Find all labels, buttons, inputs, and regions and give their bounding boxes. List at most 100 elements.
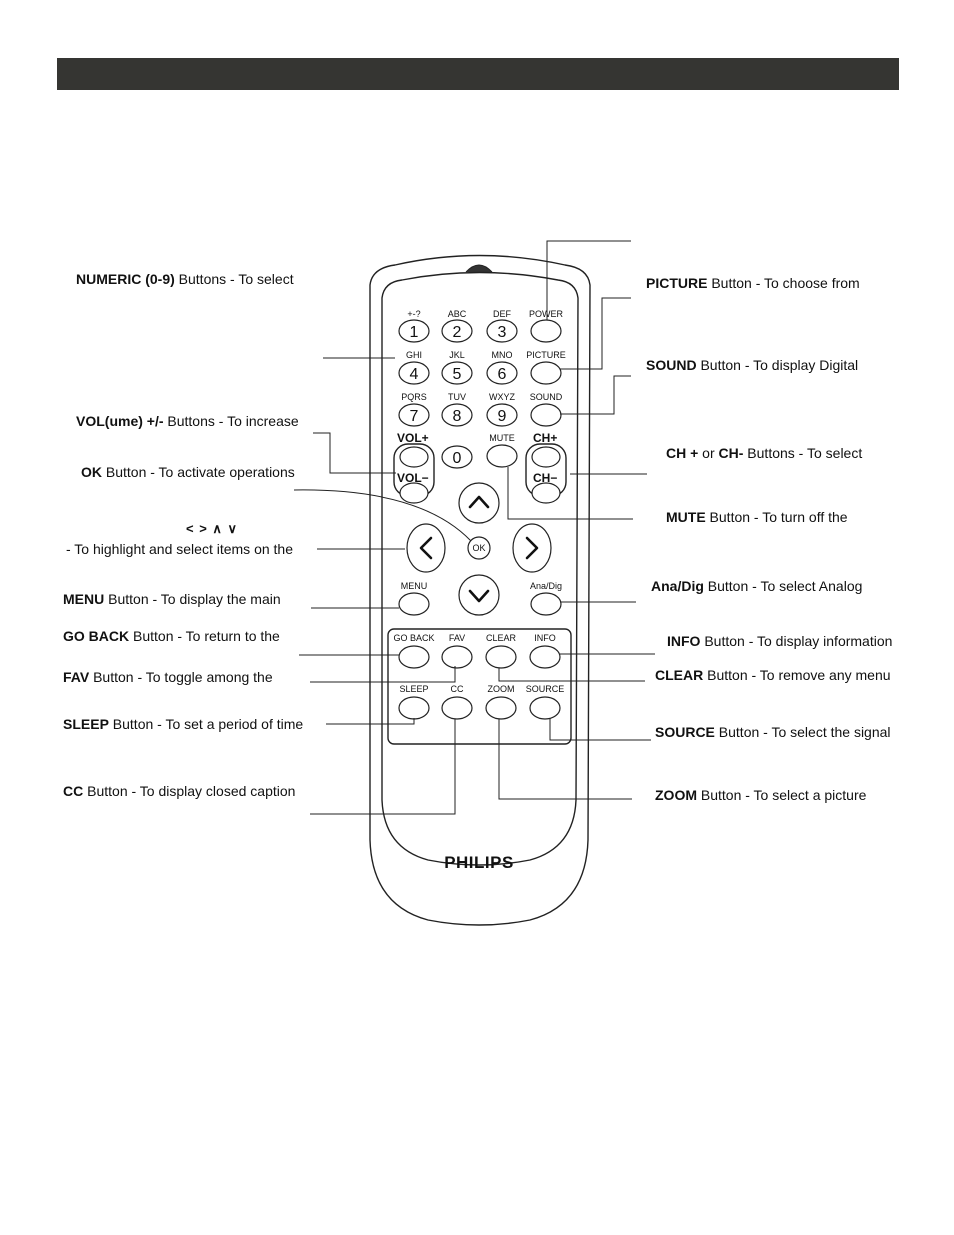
leader-ok <box>293 489 472 542</box>
callout-ok: OK Button - To activate operations <box>81 464 295 480</box>
vol-plus-button[interactable] <box>399 446 429 468</box>
bottom-button-group-frame <box>387 628 572 745</box>
button-8[interactable]: 8 <box>441 403 473 427</box>
button-6[interactable]: 6 <box>486 361 518 385</box>
ch-minus-label: CH− <box>533 471 557 485</box>
callout-source: SOURCE Button - To select the signal <box>655 724 891 740</box>
caption-plusminus: +-? <box>407 309 420 319</box>
ir-emitter <box>465 264 493 273</box>
svg-text:3: 3 <box>498 324 507 341</box>
svg-text:0: 0 <box>453 450 462 467</box>
fav-button[interactable] <box>441 645 473 669</box>
goback-button[interactable] <box>398 645 430 669</box>
caption-zoom: ZOOM <box>488 684 515 694</box>
source-button[interactable] <box>529 696 561 720</box>
leader-picture <box>560 297 631 370</box>
leader-cc <box>310 719 456 815</box>
menu-button[interactable] <box>398 592 430 616</box>
callout-picture: PICTURE Button - To choose from <box>646 275 860 291</box>
caption-info: INFO <box>534 633 556 643</box>
chevron-down-icon <box>468 589 490 603</box>
anadig-button[interactable] <box>530 592 562 616</box>
leader-power <box>546 240 631 320</box>
chevron-right-icon <box>525 536 539 560</box>
button-4[interactable]: 4 <box>398 361 430 385</box>
page-header-bar <box>57 58 899 90</box>
cursor-down-button[interactable] <box>458 574 500 616</box>
callout-vol: VOL(ume) +/- Buttons - To increase <box>76 413 299 429</box>
svg-text:5: 5 <box>453 366 462 383</box>
caption-mute: MUTE <box>489 433 515 443</box>
svg-text:2: 2 <box>453 324 462 341</box>
chevron-up-icon <box>468 495 490 509</box>
callout-sleep: SLEEP Button - To set a period of time <box>63 716 304 732</box>
cursor-up-button[interactable] <box>458 482 500 524</box>
sleep-button[interactable] <box>398 696 430 720</box>
caption-power: POWER <box>529 309 564 319</box>
caption-jkl: JKL <box>449 350 465 360</box>
mute-button[interactable] <box>486 444 518 468</box>
ch-plus-label: CH+ <box>533 431 557 445</box>
button-7[interactable]: 7 <box>398 403 430 427</box>
callout-numeric: NUMERIC (0-9) Buttons - To select <box>76 271 294 287</box>
callout-arrow-symbols: < > ∧ ∨ <box>186 521 239 536</box>
leader-vol <box>313 432 396 474</box>
callout-zoom: ZOOM Button - To select a picture <box>655 787 867 803</box>
button-3[interactable]: 3 <box>486 319 518 343</box>
callout-mute: MUTE Button - To turn off the <box>666 509 848 525</box>
callout-clear: CLEAR Button - To remove any menu <box>655 667 891 683</box>
caption-pqrs: PQRS <box>401 392 427 402</box>
callout-menu: MENU Button - To display the main <box>63 591 281 607</box>
svg-text:OK: OK <box>472 543 485 553</box>
caption-cc: CC <box>451 684 464 694</box>
svg-text:6: 6 <box>498 366 507 383</box>
info-button[interactable] <box>529 645 561 669</box>
callout-info: INFO Button - To display information <box>667 633 893 649</box>
vol-minus-label: VOL− <box>397 471 429 485</box>
picture-button[interactable] <box>530 361 562 385</box>
zoom-button[interactable] <box>485 696 517 720</box>
ch-minus-button[interactable] <box>531 482 561 504</box>
svg-text:7: 7 <box>410 408 419 425</box>
caption-menu: MENU <box>401 581 428 591</box>
button-5[interactable]: 5 <box>441 361 473 385</box>
callout-sound: SOUND Button - To display Digital <box>646 357 859 373</box>
caption-sound: SOUND <box>530 392 563 402</box>
sound-button[interactable] <box>530 403 562 427</box>
caption-tuv: TUV <box>448 392 466 402</box>
vol-plus-label: VOL+ <box>397 431 429 445</box>
clear-button[interactable] <box>485 645 517 669</box>
caption-mno: MNO <box>492 350 513 360</box>
button-0[interactable]: 0 <box>441 445 473 469</box>
button-9[interactable]: 9 <box>486 403 518 427</box>
power-button[interactable] <box>530 319 562 343</box>
button-1[interactable]: 1 <box>398 319 430 343</box>
leader-sleep <box>326 718 415 725</box>
cursor-right-button[interactable] <box>512 523 552 573</box>
chevron-left-icon <box>419 536 433 560</box>
ch-plus-button[interactable] <box>531 446 561 468</box>
caption-source: SOURCE <box>526 684 565 694</box>
svg-text:8: 8 <box>453 408 462 425</box>
caption-abc: ABC <box>448 309 467 319</box>
cc-button[interactable] <box>441 696 473 720</box>
callout-ch: CH + or CH- Buttons - To select <box>666 445 863 461</box>
leader-mute <box>507 467 633 520</box>
leader-fav <box>310 666 456 683</box>
leader-source <box>549 719 651 741</box>
brand-logo: PHILIPS <box>444 853 514 872</box>
callout-cc: CC Button - To display closed caption <box>63 783 296 799</box>
caption-def: DEF <box>493 309 512 319</box>
button-2[interactable]: 2 <box>441 319 473 343</box>
callout-fav: FAV Button - To toggle among the <box>63 669 273 685</box>
caption-ghi: GHI <box>406 350 422 360</box>
vol-minus-button[interactable] <box>399 482 429 504</box>
cursor-left-button[interactable] <box>406 523 446 573</box>
leader-clear <box>498 668 645 682</box>
svg-text:1: 1 <box>410 324 419 341</box>
remote-body <box>369 254 591 926</box>
leader-zoom <box>498 719 632 800</box>
ok-button[interactable]: OK <box>467 536 491 560</box>
caption-fav: FAV <box>449 633 465 643</box>
